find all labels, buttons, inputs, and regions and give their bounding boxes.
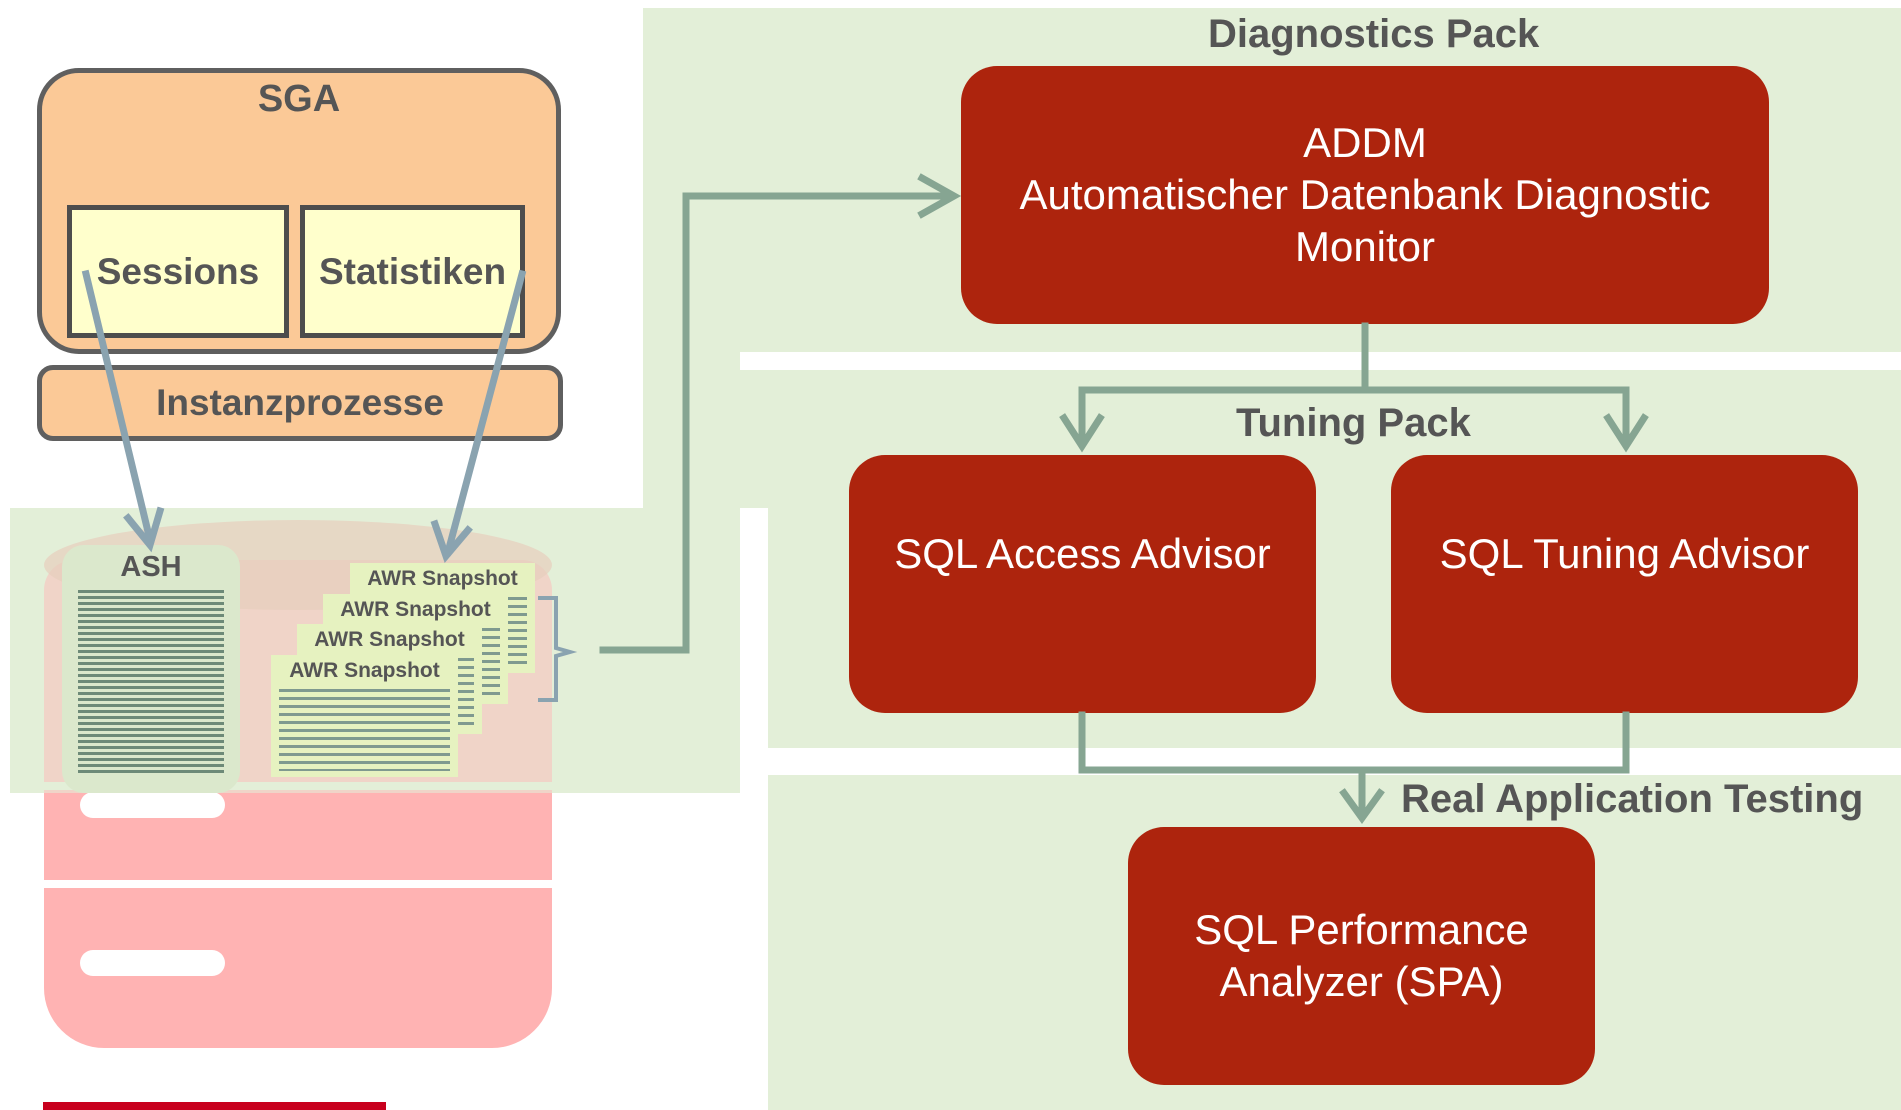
real-application-testing-title: Real Application Testing bbox=[1401, 777, 1864, 821]
addm-title: ADDM bbox=[1303, 119, 1427, 166]
statistiken-to-awr-arrowhead bbox=[430, 519, 473, 563]
access-advisor-arrowhead bbox=[1059, 413, 1105, 453]
sql-access-advisor-label: SQL Access Advisor bbox=[894, 530, 1271, 577]
sessions-box: Sessions bbox=[67, 205, 289, 338]
awr-snapshot-label: AWR Snapshot bbox=[367, 567, 518, 590]
spa-label-line1: SQL Performance bbox=[1194, 906, 1529, 953]
sql-tuning-advisor-label: SQL Tuning Advisor bbox=[1439, 530, 1810, 577]
awr-snapshot-label: AWR Snapshot bbox=[289, 659, 440, 682]
awr-to-addm-connector bbox=[599, 192, 949, 654]
region-separator bbox=[740, 352, 1901, 370]
sessions-to-ash-arrowhead bbox=[123, 506, 165, 553]
awr-snapshot-card: AWR Snapshot bbox=[271, 655, 458, 777]
addm-arrowhead bbox=[917, 173, 962, 219]
diagnostics-pack-title: Diagnostics Pack bbox=[1208, 12, 1540, 56]
tuning-to-spa-connector bbox=[1078, 711, 1630, 819]
ash-title: ASH bbox=[120, 551, 182, 583]
bottom-red-bar bbox=[43, 1102, 386, 1110]
spa-label-line2: Analyzer (SPA) bbox=[1219, 958, 1504, 1005]
spa-arrowhead bbox=[1339, 788, 1385, 824]
sql-access-advisor-box: SQL Access Advisor bbox=[849, 455, 1316, 713]
addm-box: ADDM Automatischer Datenbank Diagnostic … bbox=[961, 66, 1769, 324]
sessions-to-ash-arrow bbox=[81, 269, 155, 545]
sql-tuning-advisor-box: SQL Tuning Advisor bbox=[1391, 455, 1858, 713]
ash-data-lines bbox=[78, 590, 224, 775]
tuning-advisor-arrowhead bbox=[1603, 413, 1649, 453]
addm-subtitle-cont: Monitor bbox=[1294, 223, 1436, 270]
statistiken-box: Statistiken bbox=[300, 205, 525, 338]
addm-subtitle: Automatischer Datenbank Diagnostic bbox=[1019, 171, 1711, 218]
awr-bracket bbox=[538, 596, 578, 702]
sga-title: SGA bbox=[257, 78, 341, 120]
addm-to-tuning-connector bbox=[1078, 322, 1630, 444]
tuning-pack-title: Tuning Pack bbox=[1236, 401, 1471, 445]
awr-snapshot-lines bbox=[279, 689, 450, 771]
awr-snapshot-label: AWR Snapshot bbox=[314, 628, 465, 651]
statistiken-to-awr-arrow bbox=[443, 269, 527, 557]
instanzprozesse-box: Instanzprozesse bbox=[37, 365, 563, 441]
database-highlight-2 bbox=[80, 950, 225, 976]
database-highlight-1 bbox=[80, 792, 225, 818]
awr-snapshot-label: AWR Snapshot bbox=[340, 598, 491, 621]
sql-performance-analyzer-box: SQL Performance Analyzer (SPA) bbox=[1128, 827, 1595, 1085]
